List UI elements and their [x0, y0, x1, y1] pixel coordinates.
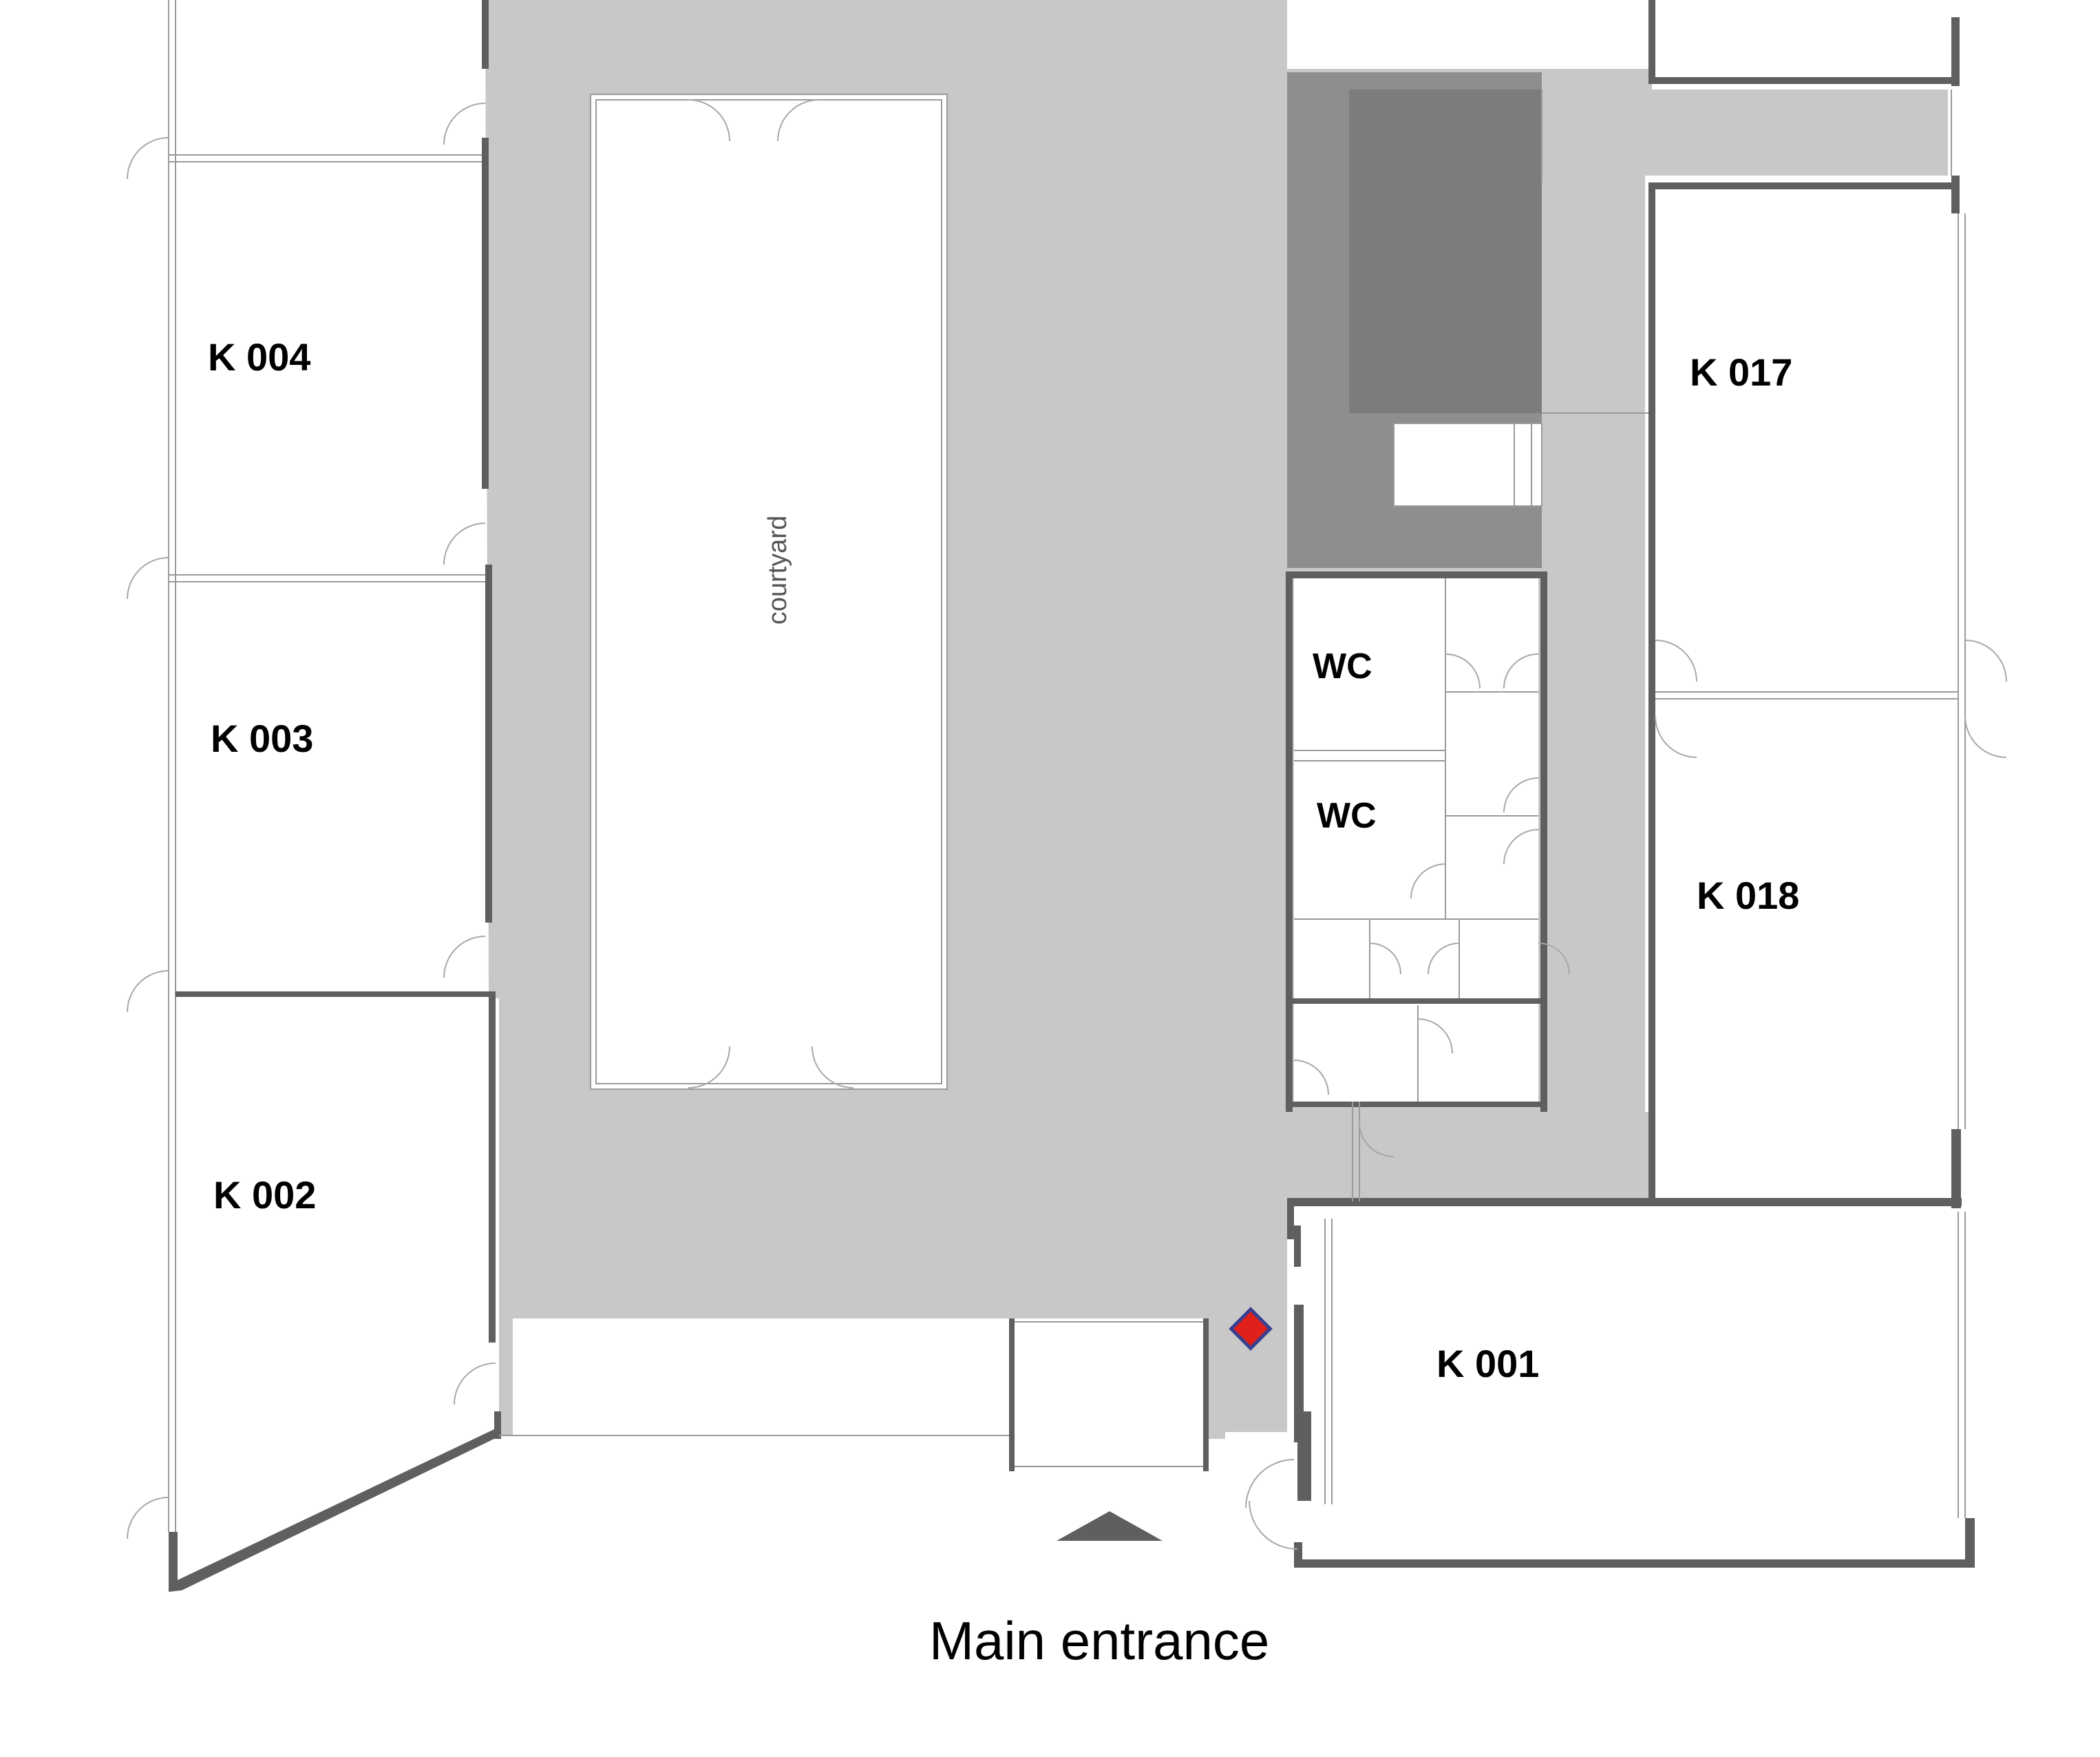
wc-block [1286, 571, 1547, 1112]
room-k004-label: K 004 [208, 335, 310, 379]
wc-label-lower: WC [1317, 796, 1377, 836]
courtyard [590, 94, 948, 1090]
triangle-up-icon [1057, 1511, 1163, 1541]
room-k003-label: K 003 [211, 717, 313, 760]
room-k018-label: K 018 [1697, 874, 1799, 917]
stairwell [1287, 72, 1542, 568]
corridor-details [499, 90, 1952, 1436]
left-rooms [168, 0, 501, 1592]
room-k001-label: K 001 [1436, 1342, 1539, 1385]
lower-corridor [1287, 1112, 1652, 1201]
room-k002-label: K 002 [213, 1173, 316, 1217]
wc-label-upper: WC [1313, 646, 1372, 686]
red-diamond-icon [1229, 1307, 1273, 1351]
door-swings [127, 99, 2007, 1550]
room-k017-label: K 017 [1690, 350, 1792, 394]
room-k001-shape [1287, 1129, 1975, 1568]
main-entrance-label: Main entrance [929, 1610, 1269, 1671]
courtyard-label: courtyard [763, 516, 792, 624]
right-rooms [1648, 0, 1966, 1198]
entrance-vestibule [1009, 1318, 1209, 1471]
